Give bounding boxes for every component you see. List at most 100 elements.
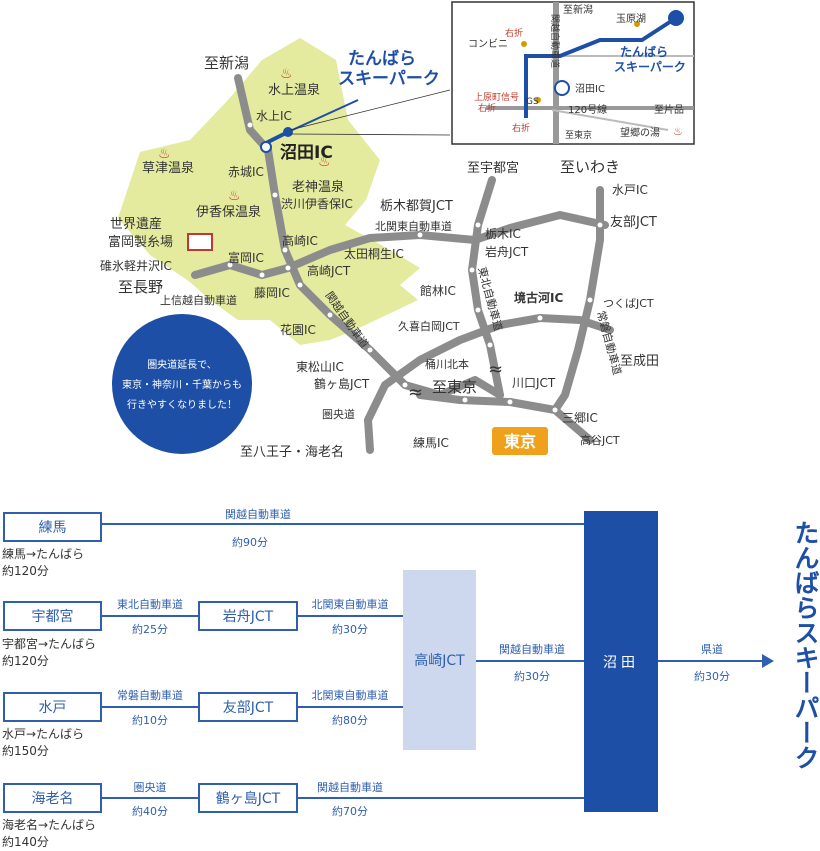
gunma-region bbox=[118, 38, 420, 345]
row1-line bbox=[102, 523, 584, 525]
dir-niigata: 至新潟 bbox=[204, 54, 249, 72]
row2-time1: 約25分 bbox=[132, 623, 168, 636]
onsen-kusatsu: 草津温泉 bbox=[142, 160, 194, 176]
row3-line1 bbox=[102, 706, 198, 708]
ic-okegawa: 桶川北本 bbox=[425, 357, 469, 371]
ic-takaya: 高谷JCT bbox=[580, 433, 620, 447]
inset-conveni-icon: ♨ bbox=[673, 125, 683, 138]
road-kenodo bbox=[364, 314, 614, 454]
inset-bokyo: 望郷の湯 bbox=[620, 126, 660, 139]
takasaki-numata-time: 約30分 bbox=[514, 670, 550, 683]
row4-time1: 約40分 bbox=[132, 805, 168, 818]
road-tokyo-link bbox=[436, 376, 504, 399]
ic-dots bbox=[227, 122, 603, 413]
inset-route120: 120号線 bbox=[568, 103, 607, 116]
inset-numata-ic: 沼田IC bbox=[575, 82, 605, 95]
tambara-marker bbox=[283, 127, 293, 137]
row2-road2: 北関東自動車道 bbox=[311, 598, 389, 611]
ic-tsukuba: つくばJCT bbox=[603, 297, 654, 310]
destination-title-1: たんばら bbox=[348, 49, 416, 69]
origin-mito: 水戸 bbox=[3, 692, 102, 722]
ic-iwafune: 岩舟JCT bbox=[485, 244, 529, 259]
row4-line1 bbox=[102, 797, 198, 799]
inset-connector-2 bbox=[289, 133, 451, 136]
dir-iwaki: 至いわき bbox=[560, 158, 620, 176]
row3-note: 水戸→たんばら約150分 bbox=[2, 727, 85, 758]
final-road: 県道 bbox=[701, 643, 723, 656]
takasaki-to-numata-line bbox=[476, 660, 584, 662]
takasaki-numata-road: 関越自動車道 bbox=[499, 643, 565, 656]
inset-right-turn-3: 右折 bbox=[512, 122, 530, 134]
origin-ebina: 海老名 bbox=[3, 783, 102, 813]
road-kitakanto bbox=[284, 211, 609, 272]
route-pointer bbox=[287, 99, 359, 133]
ic-tochigi: 栃木IC bbox=[485, 227, 521, 241]
circle-note-line1: 圏央道延長で、 bbox=[147, 358, 217, 371]
road-kenodo-label: 圏央道 bbox=[322, 407, 355, 421]
row3-road1: 常磐自動車道 bbox=[117, 689, 183, 702]
ic-fujioka: 藤岡IC bbox=[254, 286, 290, 300]
numata-ic-marker bbox=[260, 141, 272, 153]
onsen-icon-minakami: ♨ bbox=[280, 66, 293, 82]
ic-takasaki-jct: 高崎JCT bbox=[307, 263, 351, 278]
row4-road1: 圏央道 bbox=[133, 781, 167, 794]
row1-note: 練馬→たんばら約120分 bbox=[2, 547, 85, 578]
ic-takasaki: 高崎IC bbox=[282, 233, 318, 248]
onsen-icon-kusatsu: ♨ bbox=[158, 146, 171, 162]
onsen-icon-ikaho: ♨ bbox=[228, 188, 241, 204]
ic-misato: 三郷IC bbox=[562, 411, 598, 425]
inset-katashina: 至片品 bbox=[654, 103, 684, 116]
dir-utsunomiya: 至宇都宮 bbox=[467, 160, 519, 176]
ic-tomobe: 友部JCT bbox=[610, 214, 657, 230]
destination-title-2: スキーパーク bbox=[338, 69, 440, 89]
inset-connector-1 bbox=[289, 89, 451, 131]
inset-map: ♨ 至新潟 玉原湖 コンビニ 右折 沼田IC 上原町信号 右折 GS 120号線… bbox=[451, 1, 695, 145]
row2-line2 bbox=[298, 615, 403, 617]
inset-niigata: 至新潟 bbox=[563, 3, 593, 16]
inset-dest-2: スキーパーク bbox=[614, 60, 686, 74]
numata-block: 沼田 bbox=[584, 511, 658, 812]
ic-numata: 沼田IC bbox=[280, 142, 333, 163]
ic-sakai: 境古河IC bbox=[514, 290, 563, 305]
takasaki-jct-block: 高崎JCT bbox=[403, 570, 476, 750]
inset-tamahara: 玉原湖 bbox=[616, 13, 646, 25]
inset-kamihara: 上原町信号 bbox=[474, 91, 519, 103]
dir-nagano: 至長野 bbox=[118, 278, 163, 296]
circle-note-line2: 東京・神奈川・千葉からも bbox=[122, 378, 242, 391]
jct-iwafune: 岩舟JCT bbox=[198, 601, 298, 631]
ic-usui: 碓氷軽井沢IC bbox=[100, 258, 172, 273]
inset-conveni: コンビニ bbox=[468, 38, 508, 50]
final-arrow-head bbox=[762, 654, 774, 668]
row1-time: 約90分 bbox=[232, 536, 268, 549]
ic-nerima: 練馬IC bbox=[413, 436, 449, 450]
ic-tochigi-jct: 栃木都賀JCT bbox=[380, 199, 453, 214]
ic-oota: 太田桐生IC bbox=[344, 246, 404, 261]
road-joban-vertical-label: 常磐自動車道 bbox=[594, 309, 625, 376]
heritage-line2: 富岡製糸場 bbox=[108, 234, 173, 250]
ic-hanazono: 花園IC bbox=[280, 322, 316, 337]
ic-shibukawa: 渋川伊香保IC bbox=[281, 197, 353, 211]
dir-tokyo: 至東京 bbox=[432, 378, 477, 396]
row4-time2: 約70分 bbox=[332, 805, 368, 818]
jct-tomobe: 友部JCT bbox=[198, 692, 298, 722]
jct-tsurugashima: 鶴ヶ島JCT bbox=[198, 783, 298, 813]
tokyo-label: 東京 bbox=[504, 432, 536, 451]
inset-tokyo: 至東京 bbox=[565, 129, 592, 141]
heritage-icon bbox=[187, 233, 213, 251]
ic-tsurugashima: 鶴ヶ島JCT bbox=[314, 376, 370, 391]
inset-gs: GS bbox=[526, 97, 539, 107]
inset-right-turn-2: 右折 bbox=[478, 102, 496, 114]
row4-road2: 関越自動車道 bbox=[317, 781, 383, 794]
dir-hachioji: 至八王子・海老名 bbox=[240, 444, 344, 460]
onsen-ikaho: 伊香保温泉 bbox=[196, 204, 261, 220]
onsen-oigami: 老神温泉 bbox=[292, 179, 344, 195]
onsen-minakami: 水上温泉 bbox=[268, 82, 320, 98]
row1-road: 関越自動車道 bbox=[225, 508, 291, 521]
row4-line2 bbox=[298, 797, 584, 799]
row3-time1: 約10分 bbox=[132, 714, 168, 727]
inset-right-turn-1: 右折 bbox=[505, 27, 523, 39]
row4-note: 海老名→たんばら約140分 bbox=[2, 818, 97, 849]
ic-tomioka: 富岡IC bbox=[228, 250, 264, 265]
dir-narita: 至成田 bbox=[620, 354, 659, 369]
row3-road2: 北関東自動車道 bbox=[311, 689, 389, 702]
